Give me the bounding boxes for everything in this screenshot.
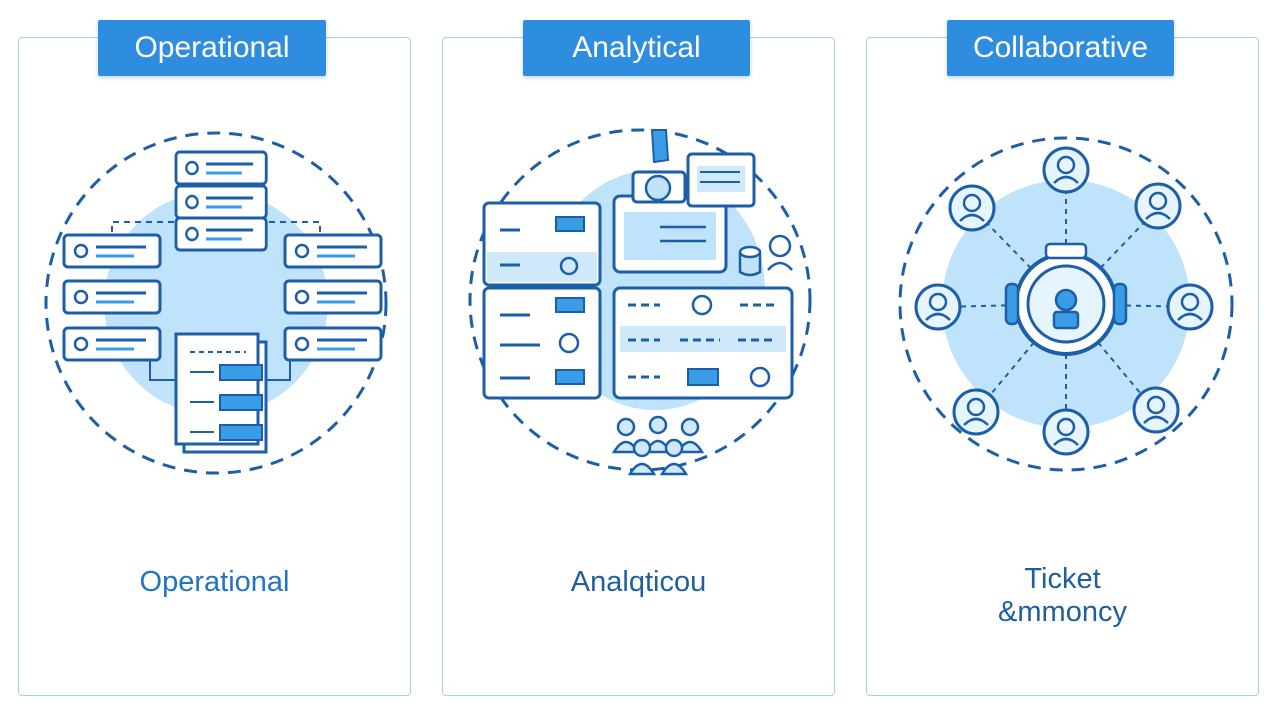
analytical-badge: Analytical bbox=[523, 20, 750, 76]
operational-illustration bbox=[44, 131, 388, 475]
collaborative-caption-line1: Ticket bbox=[1024, 563, 1101, 595]
collaborative-illustration bbox=[898, 136, 1234, 472]
operational-badge: Operational bbox=[98, 20, 326, 76]
collaborative-badge: Collaborative bbox=[947, 20, 1174, 76]
analytical-illustration bbox=[468, 128, 812, 476]
collaborative-caption-line2: &mmoncy bbox=[998, 596, 1127, 628]
operational-caption: Operational bbox=[139, 566, 290, 598]
analytical-caption: Analqticou bbox=[570, 566, 707, 598]
